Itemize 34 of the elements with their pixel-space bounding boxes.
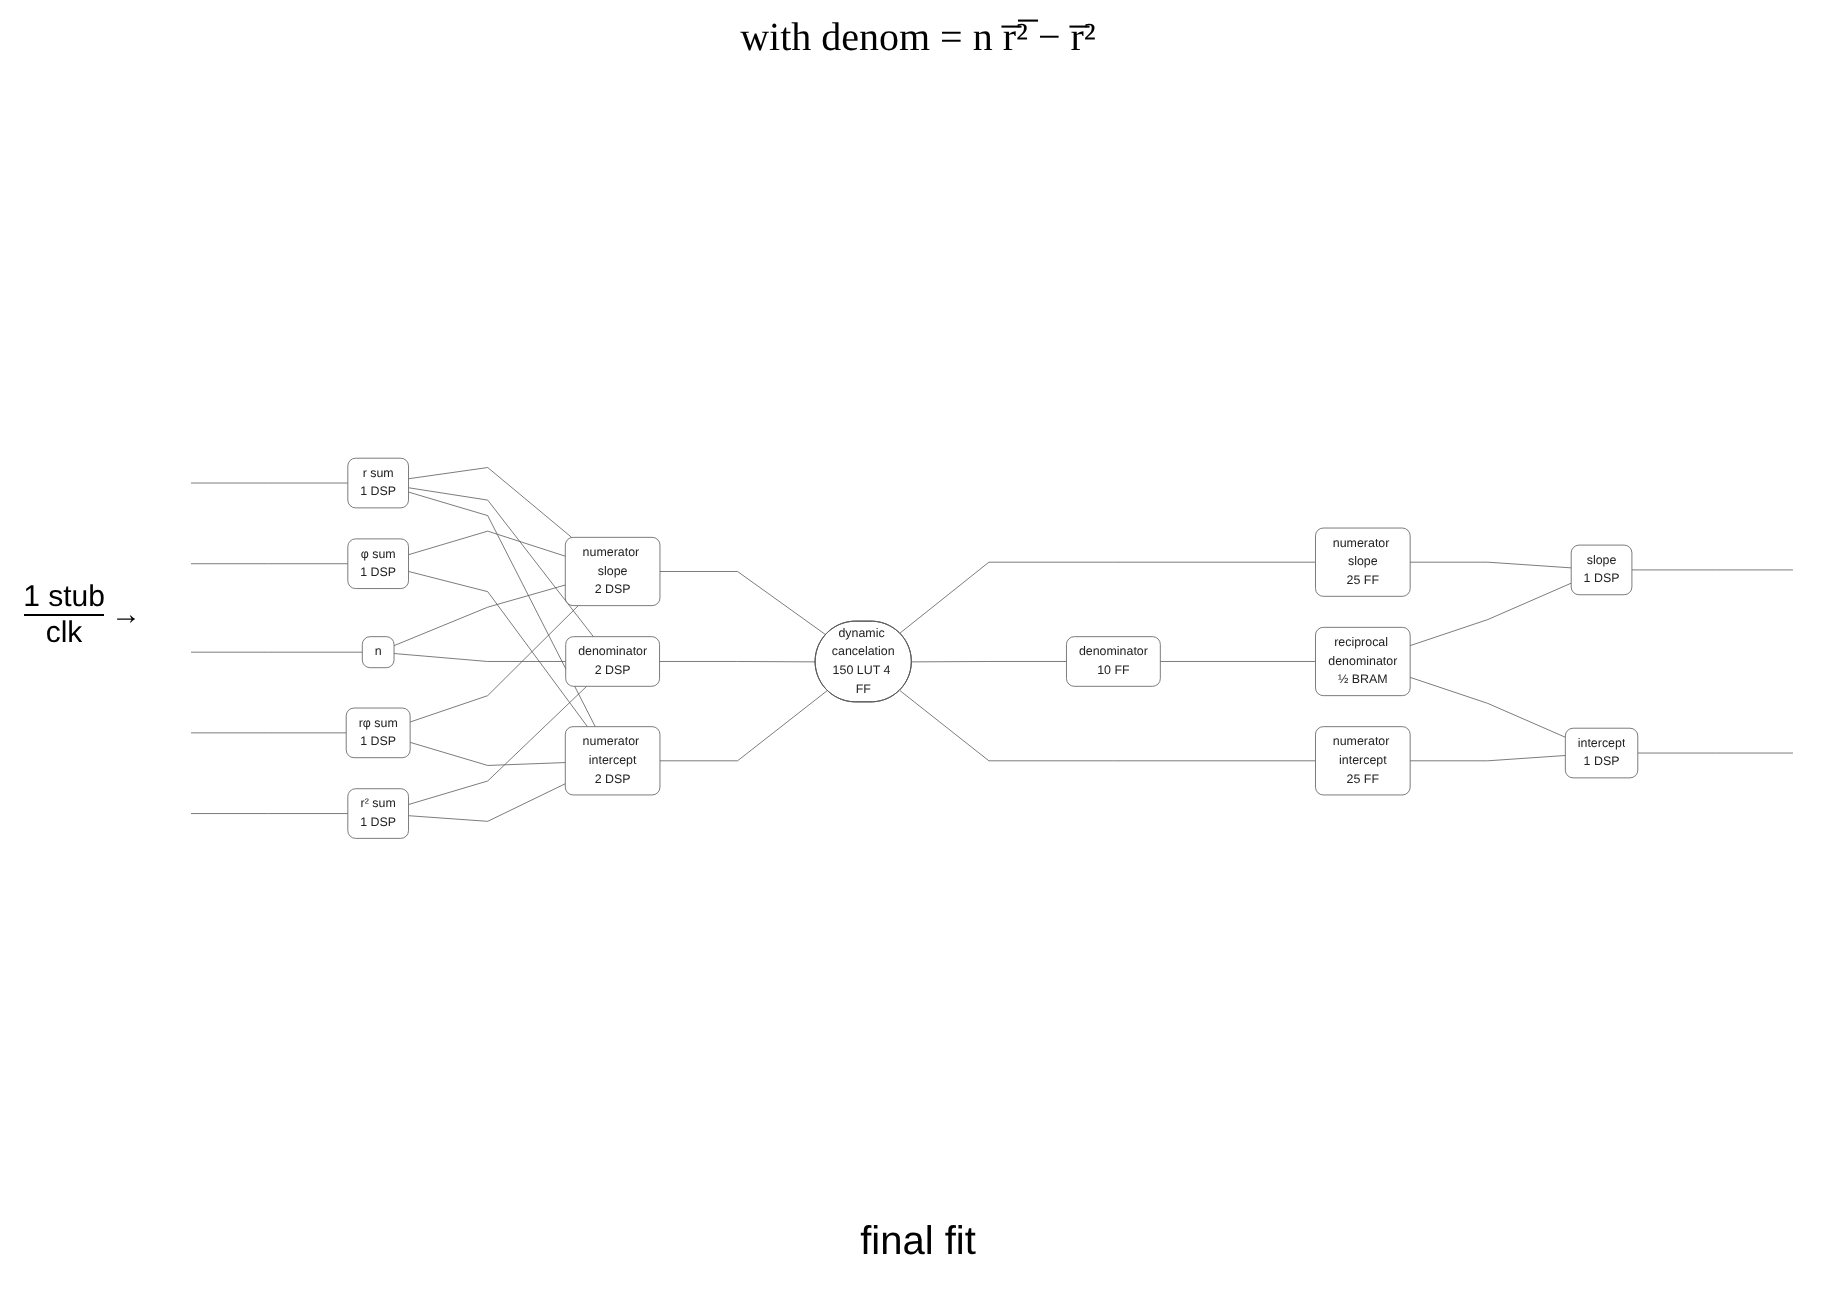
connector (408, 783, 566, 822)
connector (1409, 754, 1566, 761)
connector (1637, 752, 1794, 754)
connector (899, 561, 1316, 634)
connector (409, 741, 566, 766)
connector (1631, 569, 1794, 570)
connector (190, 482, 349, 484)
connector (190, 812, 349, 814)
rate-label: clk (43, 616, 85, 650)
connector (190, 732, 347, 733)
connector (1159, 660, 1316, 662)
caption: final fit (860, 1220, 976, 1264)
connector (190, 651, 363, 653)
connector (659, 660, 816, 662)
connector (408, 487, 594, 637)
connector (408, 530, 566, 557)
connector (1409, 676, 1566, 738)
connector (393, 584, 566, 646)
connector (659, 689, 828, 761)
formula-text: with denom = n r̅²̅ − r̅² (740, 16, 1096, 60)
direction-arrow: → (110, 598, 141, 632)
connector (911, 660, 1067, 662)
connector (899, 689, 1316, 761)
connector (393, 652, 567, 662)
connector (408, 466, 572, 538)
connector (659, 570, 827, 635)
connector (408, 570, 588, 727)
connector (408, 685, 588, 805)
rate-label: 1 stub (23, 580, 105, 616)
connector (1409, 561, 1572, 568)
connector (409, 604, 579, 723)
connector (408, 491, 596, 727)
connector (190, 563, 349, 564)
connector (1409, 582, 1572, 646)
